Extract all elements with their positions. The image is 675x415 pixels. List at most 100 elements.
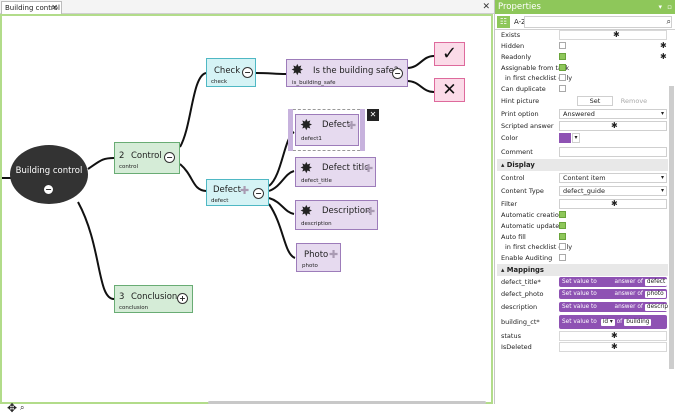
node-defect-collapse-button[interactable]: −: [253, 188, 264, 199]
node-defect-title[interactable]: ✸ Defect title ✚ defect_title: [295, 157, 376, 187]
scripted-answer-field[interactable]: [559, 121, 667, 131]
close-all-tabs-icon[interactable]: ✕: [482, 2, 490, 12]
node-control[interactable]: 2 Control control −: [114, 142, 180, 174]
alphabetical-view-button[interactable]: A-Z: [514, 18, 526, 26]
tab-building-control[interactable]: Building control ✕: [1, 1, 62, 14]
hidden-checkbox[interactable]: [559, 42, 566, 49]
node-control-number: 2: [119, 151, 125, 161]
node-answer-no[interactable]: ✕: [434, 78, 465, 102]
chevron-down-icon[interactable]: ▾: [572, 133, 580, 143]
first-checklist-checkbox[interactable]: [559, 243, 566, 250]
control-select[interactable]: Content item▾: [559, 173, 667, 183]
puzzle-icon[interactable]: ✱: [611, 331, 618, 340]
node-defect[interactable]: Defect ✚ defect −: [206, 179, 269, 206]
mapping-chip: description: [644, 304, 668, 311]
hint-set-button[interactable]: Set: [577, 96, 613, 106]
color-swatch[interactable]: [559, 133, 571, 143]
node-is-building-safe[interactable]: ✸ Is the building safe? is_building_safe…: [286, 59, 408, 87]
properties-panel: Properties ▾ ▫ ☷ A-Z ⌕ Exists ✱ Hidden ✱…: [494, 0, 675, 404]
prop-auto-creation: Automatic creation: [499, 210, 667, 220]
status-field[interactable]: [559, 331, 667, 341]
node-defect-title-label: Defect title: [322, 163, 370, 173]
readonly-checkbox[interactable]: [559, 53, 566, 60]
edge-root-conclusion: [77, 201, 115, 300]
node-delete-button[interactable]: ✕: [367, 109, 379, 121]
node-description[interactable]: ✸ Description ✚ description: [295, 200, 378, 230]
first-checklist-checkbox[interactable]: [559, 74, 566, 81]
section-mappings[interactable]: ▴ Mappings: [497, 264, 668, 276]
can-duplicate-checkbox[interactable]: [559, 85, 566, 92]
section-display[interactable]: ▴ Display: [497, 159, 668, 171]
isdeleted-field[interactable]: [559, 342, 667, 352]
puzzle-icon[interactable]: ✱: [613, 30, 620, 39]
enable-auditing-checkbox[interactable]: [559, 254, 566, 261]
puzzle-icon[interactable]: ✱: [660, 52, 667, 61]
prop-label: status: [501, 332, 521, 340]
root-node[interactable]: Building control −: [10, 145, 88, 204]
panel-pin-icon[interactable]: ▫: [667, 3, 672, 11]
search-icon[interactable]: ⌕: [20, 403, 25, 412]
node-photo[interactable]: Photo ✚ photo: [296, 243, 341, 272]
properties-header: Properties ▾ ▫: [495, 0, 675, 14]
prop-print-option: Print option Answered▾: [499, 109, 667, 119]
node-check-collapse-button[interactable]: −: [242, 67, 253, 78]
edge-root-control: [87, 157, 115, 170]
prop-label: Comment: [501, 148, 533, 156]
mapping-rule[interactable]: Set value to answer ofdescription: [559, 302, 668, 312]
print-option-select[interactable]: Answered▾: [559, 109, 667, 119]
node-conclusion-expand-button[interactable]: +: [177, 293, 188, 304]
mapping-select-value: id: [602, 319, 608, 325]
node-check[interactable]: Check check −: [206, 58, 256, 87]
puzzle-icon[interactable]: ✱: [611, 342, 618, 351]
comment-field[interactable]: [559, 147, 667, 157]
node-is-building-safe-collapse-button[interactable]: −: [392, 68, 403, 79]
mapping-text: Set value to: [562, 304, 597, 310]
content-type-select[interactable]: defect_guide▾: [559, 186, 667, 196]
prop-label: Exists: [501, 31, 521, 39]
mapping-select[interactable]: id ▾: [600, 319, 615, 326]
auto-updates-checkbox[interactable]: [559, 222, 566, 229]
node-conclusion-title: Conclusion: [131, 292, 178, 302]
filter-field[interactable]: [559, 199, 667, 209]
collapse-icon: ▴: [501, 161, 507, 169]
node-control-collapse-button[interactable]: −: [164, 152, 175, 163]
prop-label: Content Type: [501, 187, 544, 195]
exists-field[interactable]: [559, 30, 667, 40]
prop-label: Readonly: [501, 53, 532, 61]
search-icon[interactable]: ⌕: [666, 17, 671, 26]
horizontal-scrollbar[interactable]: [208, 401, 486, 404]
root-collapse-button[interactable]: −: [43, 184, 54, 195]
mapping-rule[interactable]: Set value to answer ofdefecttitle: [559, 277, 668, 287]
puzzle-icon[interactable]: ✱: [660, 41, 667, 50]
auto-creation-checkbox[interactable]: [559, 211, 566, 218]
panel-menu-icon[interactable]: ▾: [658, 3, 662, 11]
node-conclusion[interactable]: 3 Conclusion conclusion +: [114, 285, 193, 313]
flow-canvas[interactable]: Building control − 2 Control control − 3…: [0, 14, 493, 414]
assignable-checkbox[interactable]: [559, 64, 566, 71]
puzzle-icon[interactable]: ✱: [611, 199, 618, 208]
node-control-id: control: [119, 164, 139, 170]
property-search-input[interactable]: [524, 16, 672, 28]
edge-safe-no: [406, 80, 435, 93]
prop-label: defect_title*: [501, 278, 541, 286]
node-photo-title: Photo: [304, 250, 329, 260]
selection-handle[interactable]: [288, 109, 293, 151]
auto-fill-checkbox[interactable]: [559, 233, 566, 240]
tab-close-icon[interactable]: ✕: [51, 3, 58, 12]
chevron-down-icon: ▾: [660, 187, 664, 194]
node-defect1[interactable]: ✸ Defect ✚ defect1: [295, 114, 359, 146]
prop-label: Hidden: [501, 42, 525, 50]
check-mark-icon: ✓: [441, 43, 458, 64]
categorized-view-button[interactable]: ☷: [497, 16, 510, 28]
hint-remove-button[interactable]: Remove: [620, 97, 648, 105]
puzzle-icon[interactable]: ✱: [611, 121, 618, 130]
prop-label: Can duplicate: [501, 85, 546, 93]
selection-handle[interactable]: [360, 109, 365, 151]
vertical-scrollbar[interactable]: [669, 86, 674, 369]
node-answer-yes[interactable]: ✓: [434, 42, 465, 66]
node-description-title: Description: [322, 206, 371, 216]
prop-label: Auto fill: [501, 233, 526, 241]
